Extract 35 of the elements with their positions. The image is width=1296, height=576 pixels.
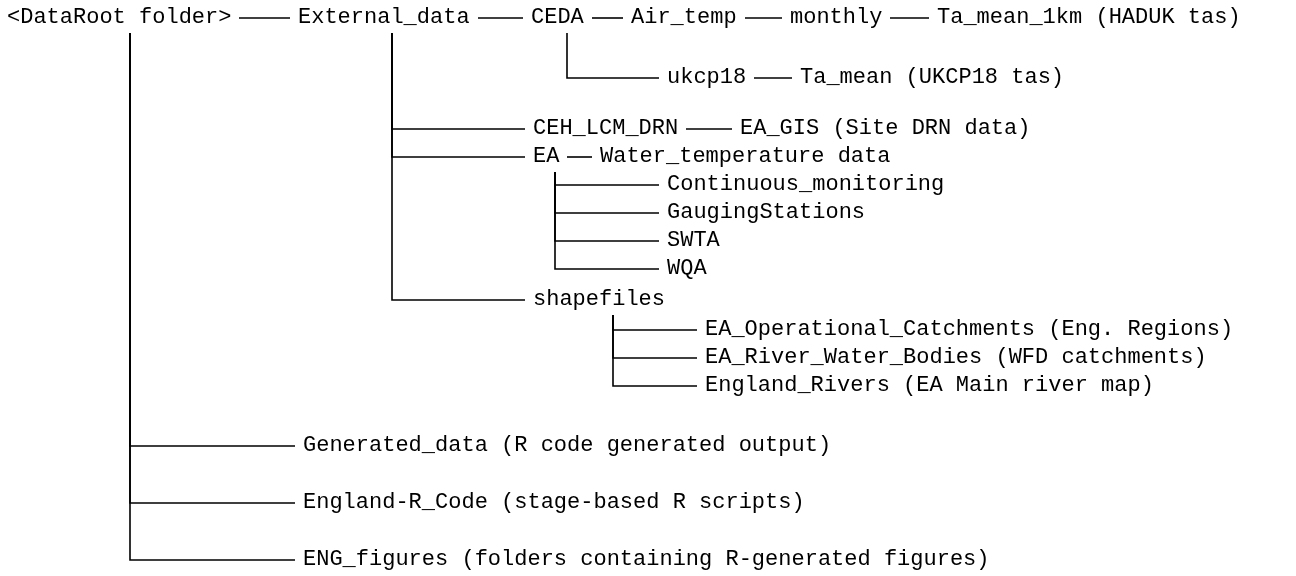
tree-connector xyxy=(554,171,660,270)
folder-label: ENG_figures (folders containing R-generated figures) xyxy=(303,547,990,573)
folder-label: CEH_LCM_DRN xyxy=(533,116,679,142)
folder-label: WQA xyxy=(667,256,707,282)
folder-label: Air_temp xyxy=(631,5,737,31)
folder-label: EA_River_Water_Bodies (WFD catchments) xyxy=(705,345,1207,371)
tree-connector xyxy=(477,17,524,19)
folder-label: England_Rivers (EA Main river map) xyxy=(705,373,1154,399)
folder-label: Ta_mean_1km (HADUK tas) xyxy=(937,5,1241,31)
tree-connector xyxy=(566,32,660,79)
folder-label: EA_Operational_Catchments (Eng. Regions) xyxy=(705,317,1234,343)
folder-label: Water_temperature data xyxy=(600,144,891,170)
folder-label: Continuous_monitoring xyxy=(667,172,945,198)
folder-label: shapefiles xyxy=(533,287,666,313)
folder-label: EA xyxy=(533,144,560,170)
tree-connector xyxy=(612,314,698,387)
folder-label: England-R_Code (stage-based R scripts) xyxy=(303,490,805,516)
tree-connector xyxy=(685,128,733,130)
tree-connector xyxy=(391,32,526,301)
folder-label: SWTA xyxy=(667,228,720,254)
tree-connector xyxy=(889,17,930,19)
tree-connector xyxy=(566,156,593,158)
folder-label: EA_GIS (Site DRN data) xyxy=(740,116,1031,142)
folder-label: Ta_mean (UKCP18 tas) xyxy=(800,65,1065,91)
folder-label: CEDA xyxy=(531,5,584,31)
folder-label: External_data xyxy=(298,5,470,31)
folder-label: GaugingStations xyxy=(667,200,866,226)
tree-connector xyxy=(753,77,793,79)
folder-label: monthly xyxy=(790,5,883,31)
tree-connector xyxy=(591,17,624,19)
folder-label: ukcp18 xyxy=(667,65,747,91)
folder-label: <DataRoot folder> xyxy=(7,5,232,31)
tree-connector xyxy=(744,17,783,19)
folder-label: Generated_data (R code generated output) xyxy=(303,433,832,459)
tree-connector xyxy=(238,17,291,19)
